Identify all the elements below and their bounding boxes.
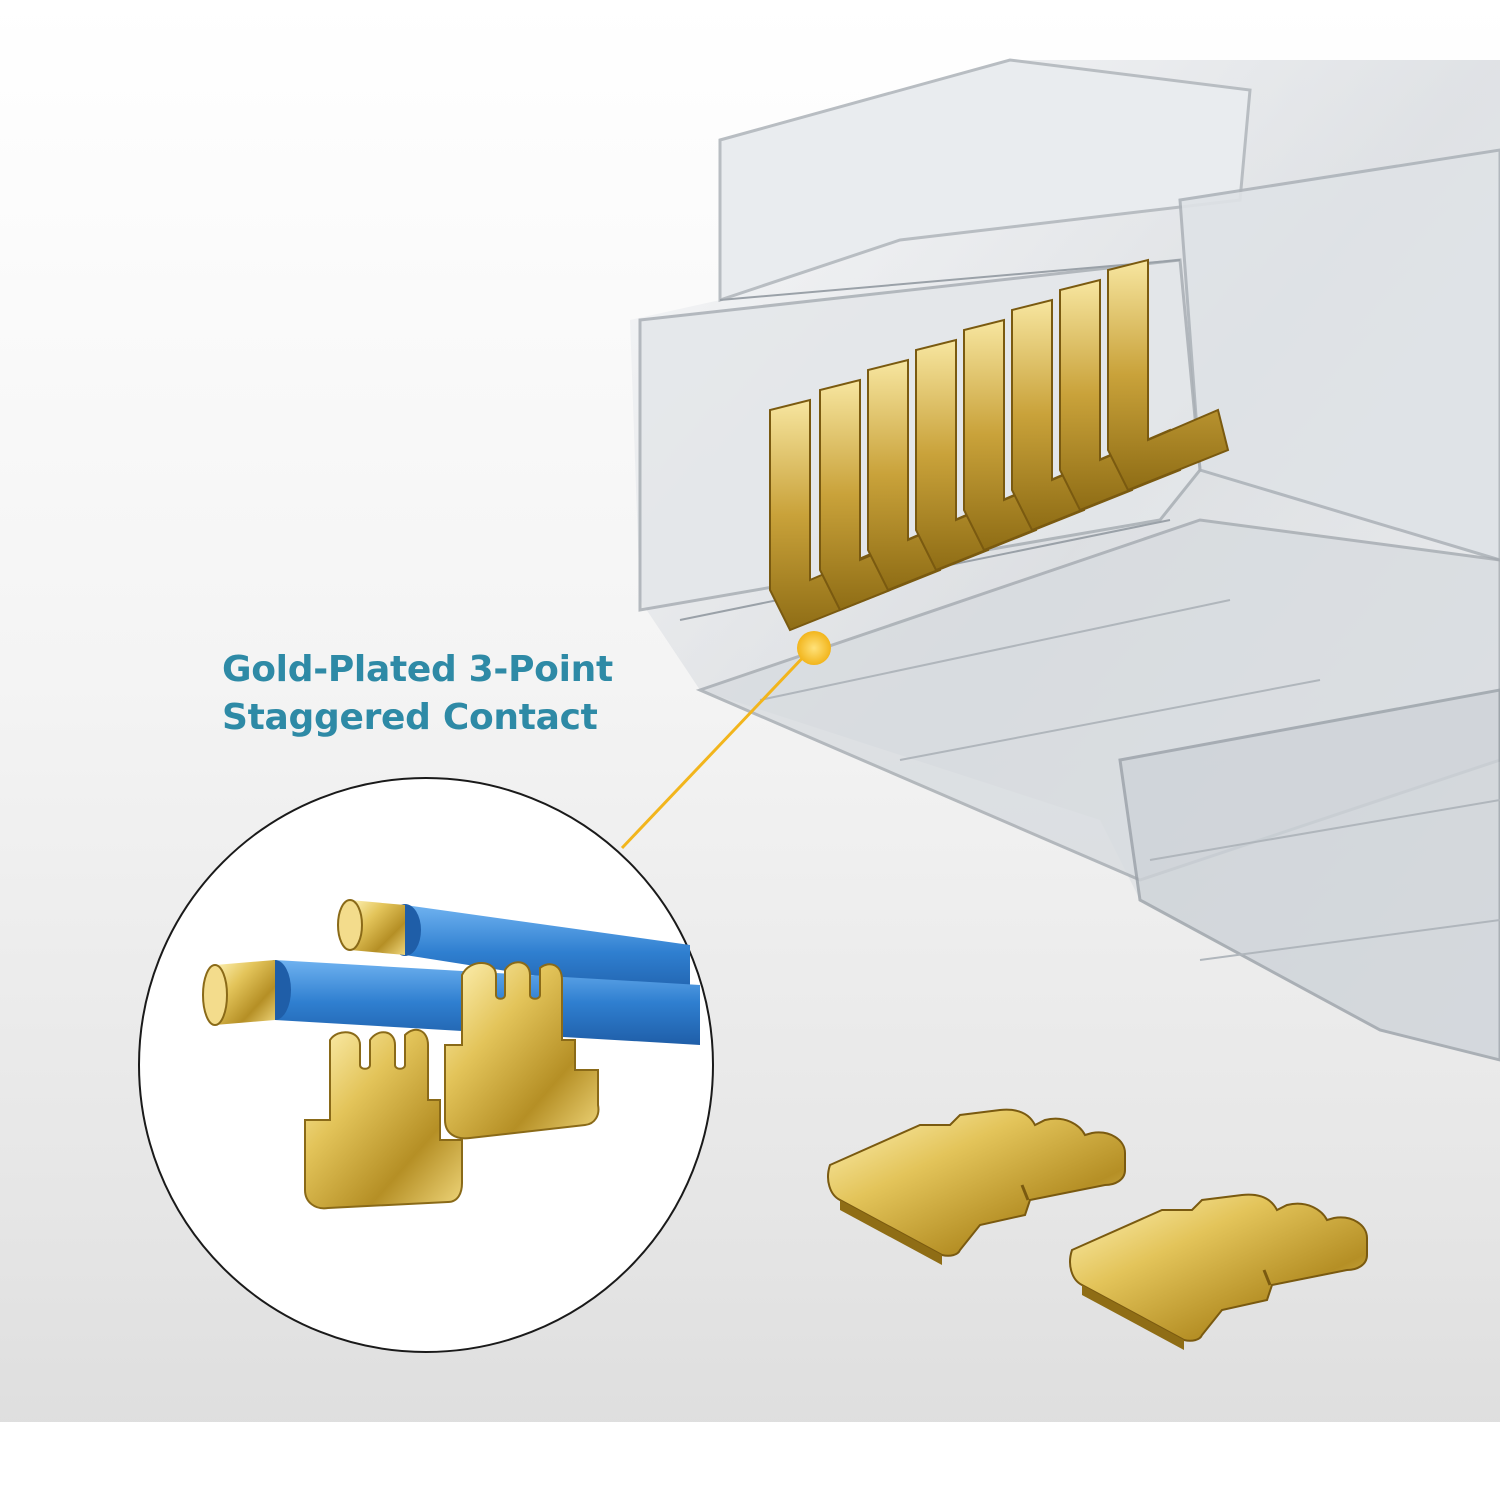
callout-line: [620, 648, 812, 850]
feature-caption-line-2: Staggered Contact: [222, 697, 598, 738]
callout-marker-dot: [797, 631, 831, 665]
loose-contact-pin-1: [827, 1108, 1126, 1265]
loose-contact-pin-2: [1069, 1193, 1368, 1350]
rj45-connector: [630, 58, 1500, 1062]
bottom-band: [0, 1422, 1500, 1500]
contact-blade-icon-front: [304, 1028, 463, 1210]
detail-zoom-circle: [138, 777, 714, 1353]
wire-icon-back: [337, 899, 690, 1000]
connector-contacts: [769, 258, 1230, 632]
feature-caption-line-1: Gold-Plated 3-Point: [222, 649, 613, 690]
feature-caption: Gold-Plated 3-Point Staggered Contact: [222, 646, 782, 742]
contact-blade-icon-back: [444, 961, 600, 1140]
